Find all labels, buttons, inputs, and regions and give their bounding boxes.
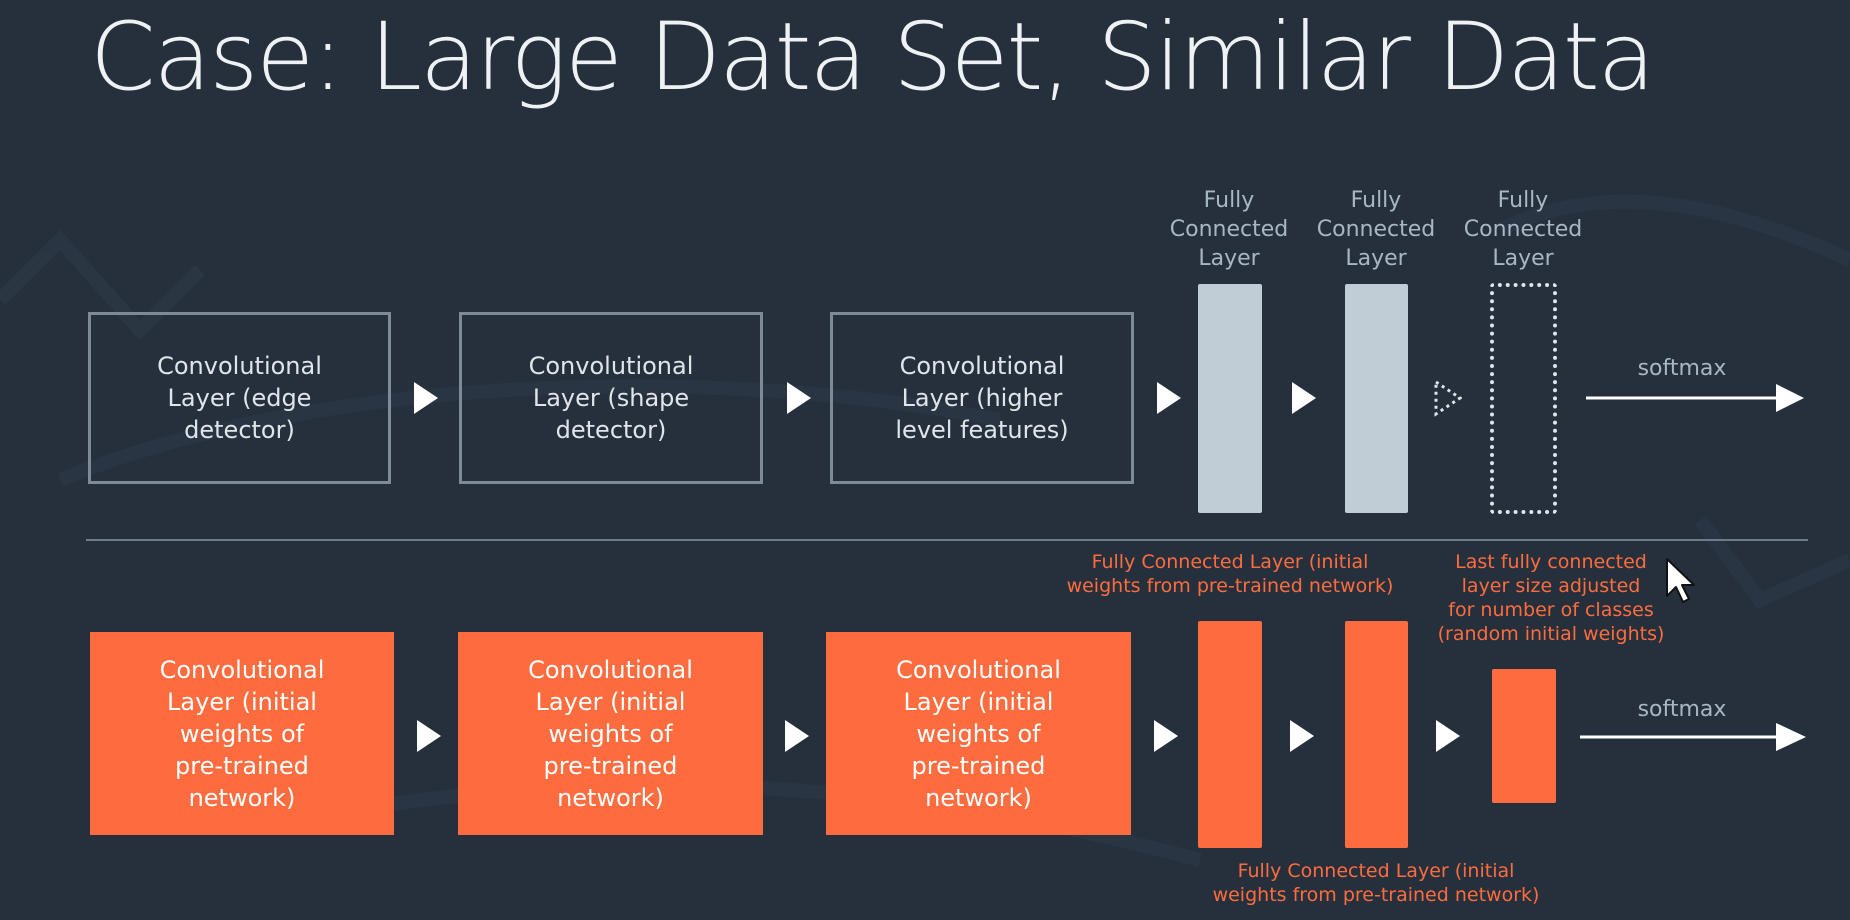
softmax-arrow-icon (1586, 384, 1804, 412)
fc-layer-bar (1198, 284, 1262, 513)
softmax-label: softmax (1637, 356, 1727, 381)
arrow-right-icon (417, 720, 441, 752)
fc-layer-label: Fully Connected Layer (1169, 188, 1289, 271)
row-divider (86, 539, 1808, 541)
arrow-right-icon (787, 382, 811, 414)
conv-layer-edge-detector: Convolutional Layer (edge detector) (88, 312, 391, 484)
conv-layer-higher-level-features: Convolutional Layer (higher level featur… (830, 312, 1134, 484)
arrow-right-icon (1436, 720, 1460, 752)
conv-layer-pretrained: Convolutional Layer (initial weights of … (458, 632, 763, 835)
arrow-right-icon (785, 720, 809, 752)
conv-layer-label: Convolutional Layer (higher level featur… (895, 352, 1069, 444)
conv-layer-label: Convolutional Layer (initial weights of … (528, 655, 693, 812)
arrow-right-icon (414, 382, 438, 414)
conv-layer-pretrained: Convolutional Layer (initial weights of … (826, 632, 1131, 835)
fc-layer-pretrained-bar (1198, 621, 1262, 848)
conv-layer-label: Convolutional Layer (shape detector) (528, 352, 694, 444)
fc-pretrained-note-top: Fully Connected Layer (initial weights f… (1066, 551, 1394, 597)
softmax-label: softmax (1637, 697, 1727, 722)
last-fc-layer-bar (1492, 669, 1556, 803)
arrow-right-icon (1154, 720, 1178, 752)
fc-layer-dotted-placeholder (1490, 283, 1557, 514)
arrow-right-icon (1290, 720, 1314, 752)
dotted-arrow-right-icon (1434, 379, 1462, 417)
fc-layer-pretrained-bar (1345, 621, 1408, 848)
arrow-right-icon (1292, 382, 1316, 414)
mouse-cursor-icon (1666, 558, 1695, 603)
slide-title: Case: Large Data Set, Similar Data (90, 3, 1655, 112)
conv-layer-pretrained: Convolutional Layer (initial weights of … (90, 632, 394, 835)
fc-layer-label: Fully Connected Layer (1463, 188, 1583, 271)
fc-pretrained-note-bottom: Fully Connected Layer (initial weights f… (1212, 860, 1540, 906)
conv-layer-label: Convolutional Layer (initial weights of … (896, 655, 1061, 812)
conv-layer-label: Convolutional Layer (edge detector) (157, 352, 322, 444)
softmax-arrow-icon (1580, 723, 1806, 751)
conv-layer-label: Convolutional Layer (initial weights of … (159, 655, 325, 812)
arrow-right-icon (1157, 382, 1181, 414)
fc-layer-bar (1345, 284, 1408, 513)
conv-layer-shape-detector: Convolutional Layer (shape detector) (459, 312, 763, 484)
fc-layer-label: Fully Connected Layer (1316, 188, 1436, 271)
last-layer-note: Last fully connected layer size adjusted… (1437, 551, 1665, 645)
